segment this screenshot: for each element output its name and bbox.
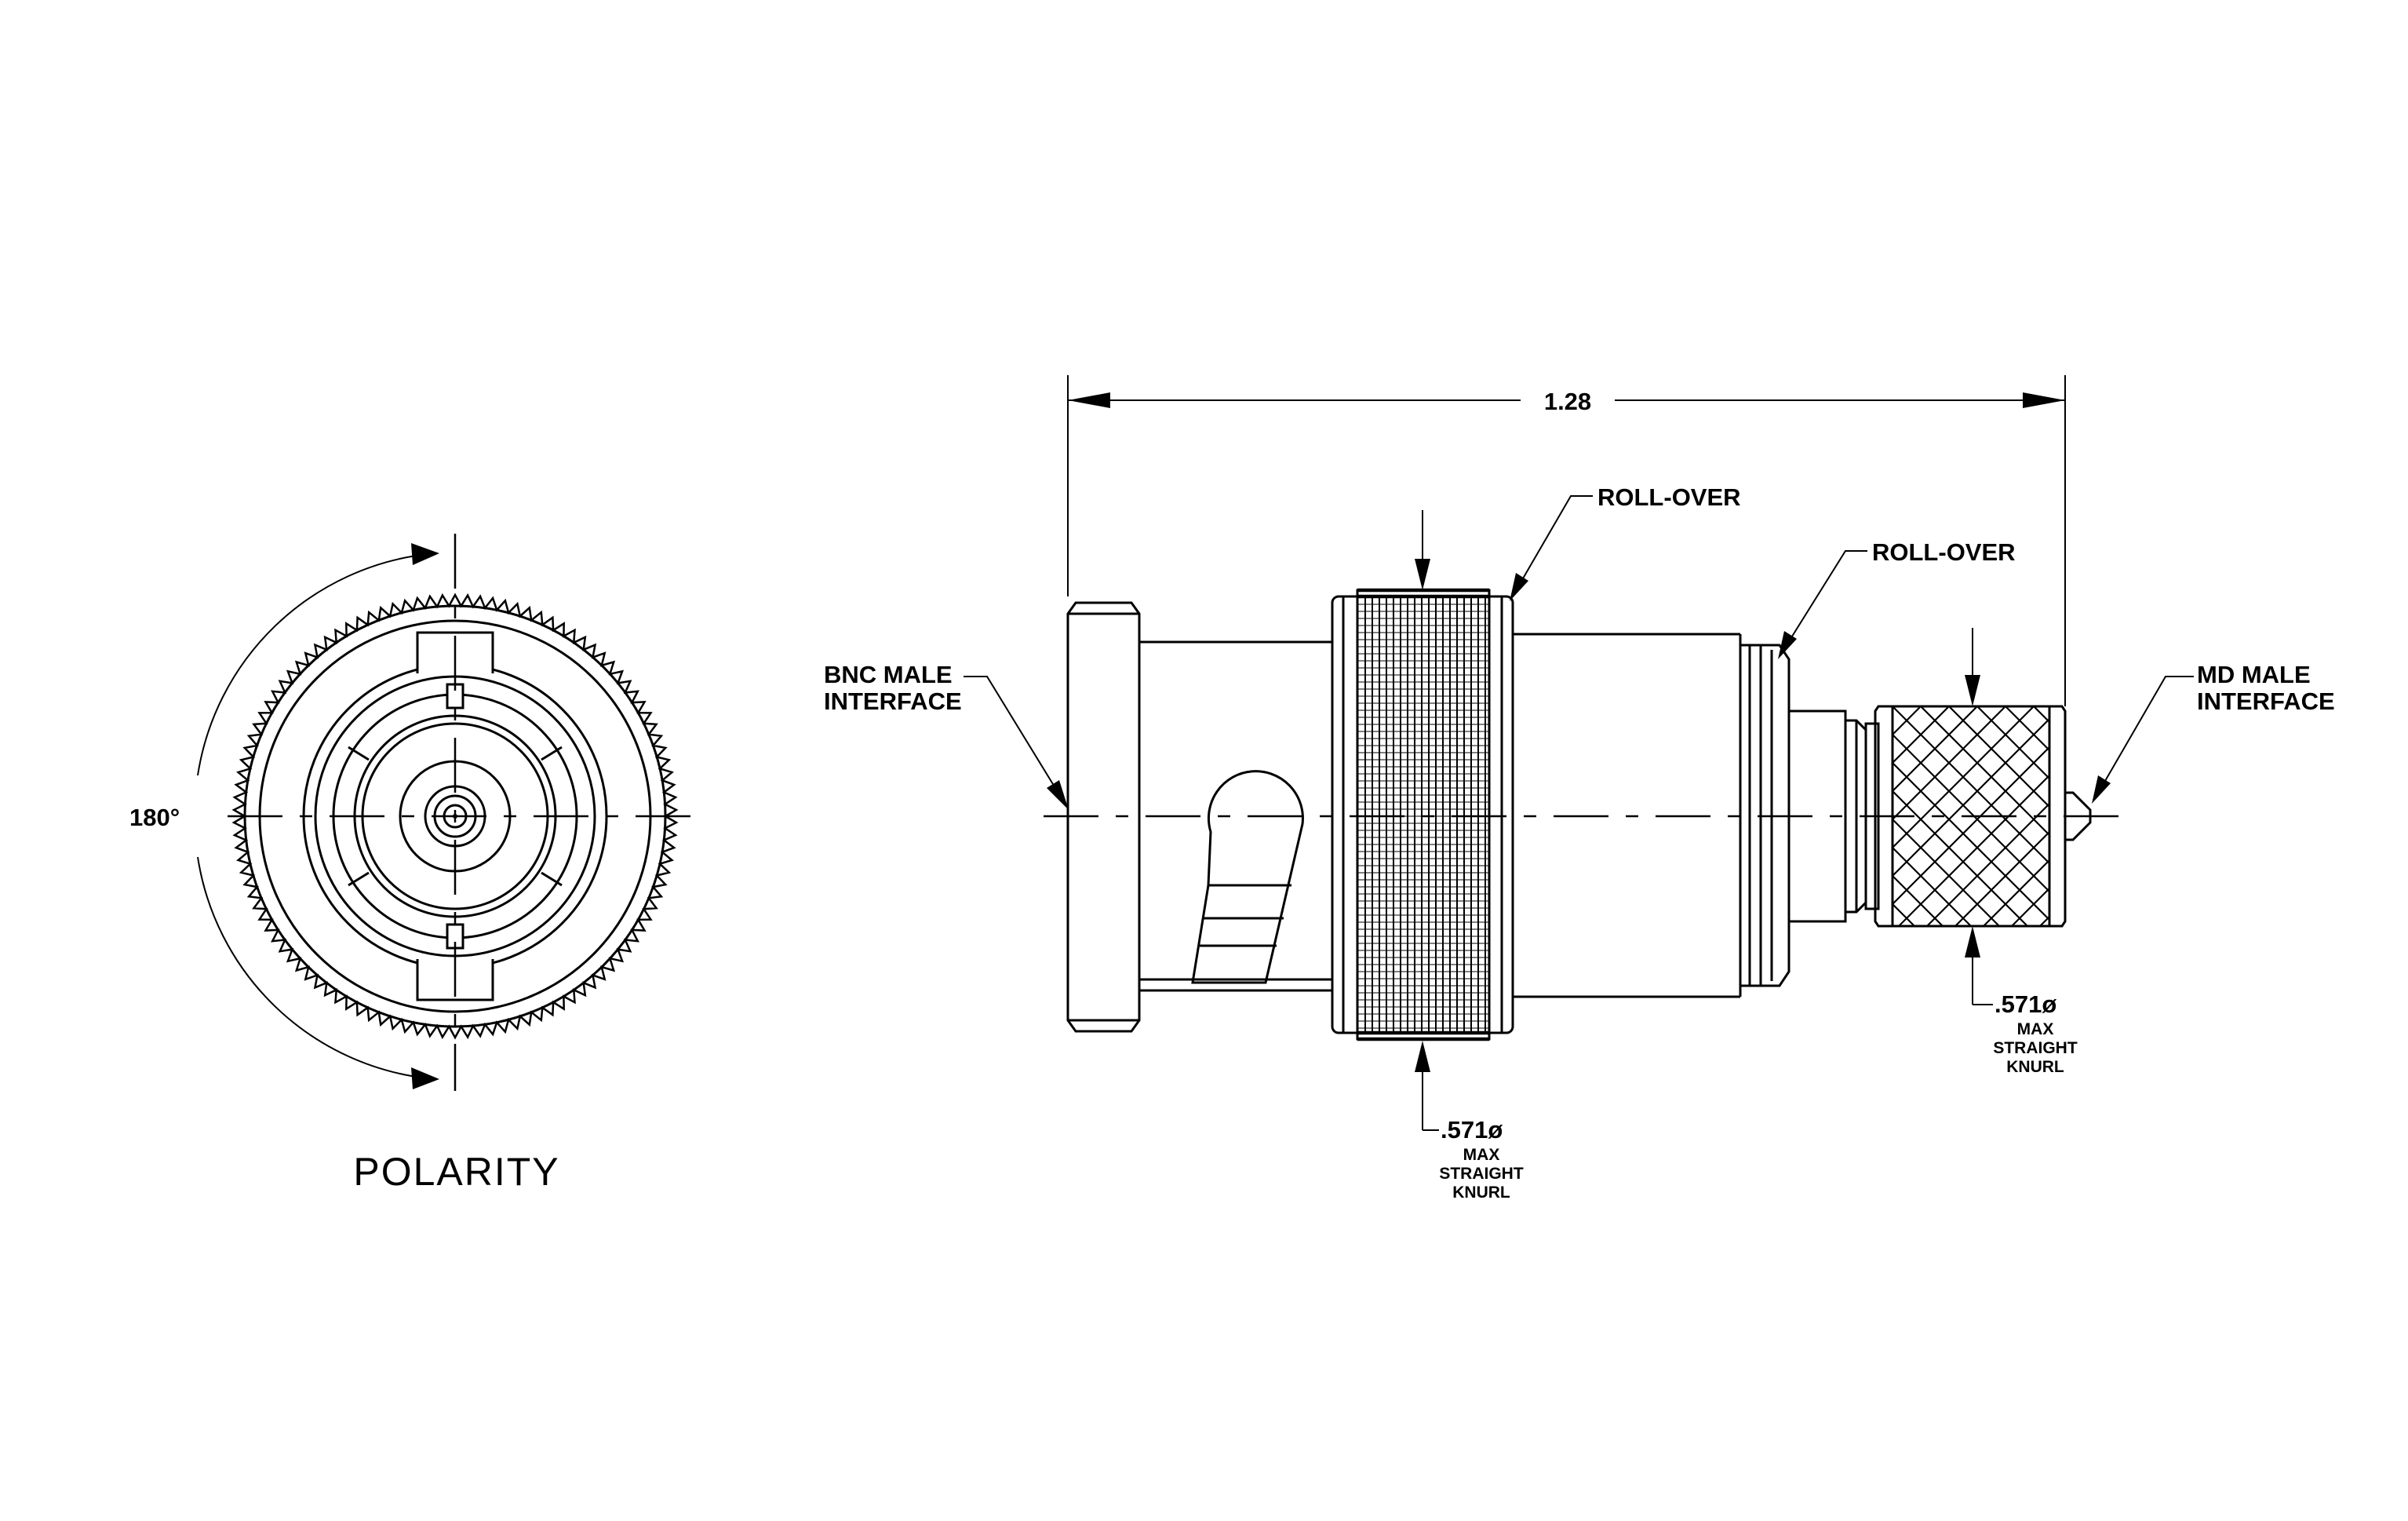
knurl-right-knurl: KNURL bbox=[2006, 1058, 2064, 1076]
arrowhead bbox=[1415, 1041, 1430, 1072]
arrowhead bbox=[1415, 559, 1430, 590]
knurl-right-max: MAX bbox=[2017, 1020, 2054, 1038]
md-interface-line1: MD MALE bbox=[2197, 661, 2311, 688]
polarity-label: POLARITY bbox=[353, 1150, 559, 1194]
bnc-interface-line2: INTERFACE bbox=[824, 688, 962, 715]
knurl-left-straight: STRAIGHT bbox=[1439, 1165, 1524, 1183]
angle-arc-bottom bbox=[197, 856, 428, 1079]
bnc-interface-line1: BNC MALE bbox=[824, 661, 953, 688]
arrowhead bbox=[2023, 392, 2065, 408]
arrowhead bbox=[411, 1067, 439, 1089]
arrowhead bbox=[1965, 675, 1980, 706]
straight-knurl-lines bbox=[1357, 596, 1489, 1033]
angle-label: 180° bbox=[129, 804, 180, 831]
knurl-right-diameter: .571ø bbox=[1995, 990, 2056, 1018]
bnc-coupling-head bbox=[1066, 601, 1141, 1033]
md-knurl-nut bbox=[1874, 705, 2067, 928]
knurl-left-knurl: KNURL bbox=[1452, 1184, 1510, 1202]
knurl-left-diameter: .571ø bbox=[1441, 1116, 1503, 1143]
overall-length-dimension: 1.28 bbox=[1544, 388, 1591, 415]
side-view: 1.28 .571ø MAX STRAIGHT KNURL .571ø MAX … bbox=[824, 375, 2335, 1202]
arrowhead bbox=[1068, 392, 1110, 408]
arrowhead bbox=[1778, 631, 1797, 659]
arrowhead bbox=[1510, 573, 1528, 601]
angle-arc-top bbox=[197, 553, 428, 776]
slots bbox=[348, 683, 563, 950]
bayonet-slot bbox=[1191, 770, 1304, 984]
roll-over-label-1: ROLL-OVER bbox=[1597, 483, 1741, 511]
md-interface-line2: INTERFACE bbox=[2197, 688, 2335, 715]
roll-over-label-2: ROLL-OVER bbox=[1872, 538, 2016, 566]
arrowhead bbox=[1047, 780, 1069, 810]
knurl-left-max: MAX bbox=[1463, 1146, 1500, 1164]
arrowhead bbox=[2092, 775, 2111, 804]
end-view: 180° POLARITY bbox=[129, 534, 706, 1194]
knurl-right-straight: STRAIGHT bbox=[1993, 1039, 2078, 1057]
arrowhead bbox=[1965, 926, 1980, 957]
arrowhead bbox=[411, 543, 439, 565]
